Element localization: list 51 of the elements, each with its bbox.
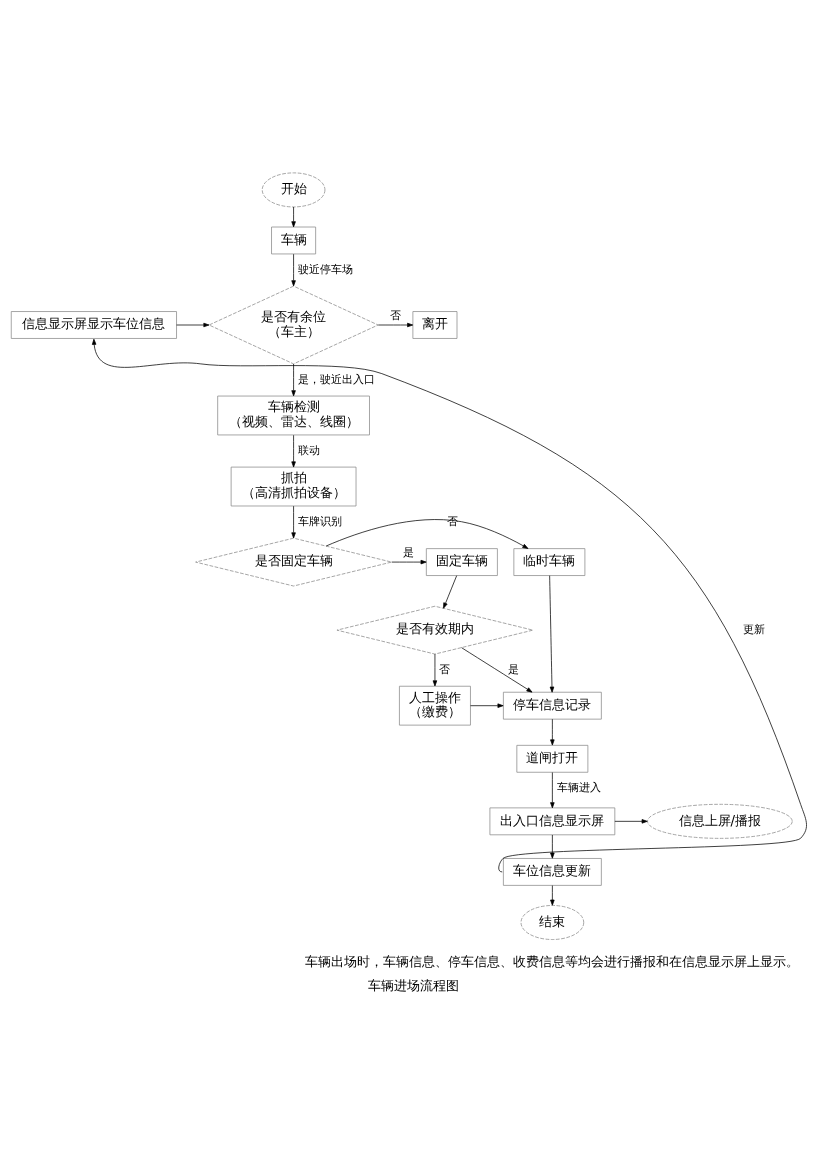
arrow: [291, 363, 296, 396]
arrow: [461, 646, 533, 692]
label: 车辆出场时，车辆信息、停车信息、收费信息等均会进行播报和在信息显示屏上显示。: [305, 953, 800, 969]
arrow: [91, 338, 807, 872]
node-diamond: 是否有效期内: [336, 605, 534, 654]
node-box: 离开: [412, 310, 458, 339]
arrow: [550, 834, 555, 859]
node-box: 信息显示屏显示车位信息: [10, 310, 177, 339]
node-ellipse: 结束: [520, 904, 585, 940]
arrow: [550, 718, 555, 745]
node-box: 车辆: [271, 226, 317, 254]
caption: 车辆进场流程图: [368, 977, 460, 993]
arrow: [291, 206, 296, 227]
arrow: [470, 703, 504, 708]
edge-label: 是: [403, 545, 415, 559]
edge-label: 否: [446, 514, 458, 528]
node-ellipse: 信息上屏/播报: [647, 803, 793, 839]
node-box: 车辆检测 （视频、雷达、线圈）: [217, 395, 370, 435]
arrow: [432, 653, 438, 686]
node-ellipse: 开始: [261, 172, 326, 207]
edge-label: 车辆进入: [556, 780, 601, 794]
arrow: [291, 505, 296, 538]
node-box: 人工操作 （缴费）: [399, 685, 471, 725]
edge-label: 是: [507, 662, 519, 676]
node-box: 固定车辆: [425, 547, 498, 576]
edge-label: 驶近停车场: [297, 262, 353, 276]
node-diamond: 是否有余位 （车主）: [208, 285, 379, 364]
edge-label: 车牌识别: [297, 514, 342, 528]
arrow: [550, 884, 555, 906]
node-diamond: 是否固定车辆: [195, 537, 392, 586]
node-box: 出入口信息显示屏: [489, 807, 616, 835]
node-box: 停车信息记录: [503, 691, 602, 720]
node-box: 道闸打开: [516, 744, 589, 773]
arrow: [377, 322, 414, 327]
edge-label: 否: [389, 308, 401, 322]
node-box: 车位信息更新: [503, 857, 602, 886]
arrow: [443, 574, 458, 609]
node-box: 抓拍 （高清抓拍设备）: [230, 466, 357, 506]
edge-label: 是，驶近出入口: [298, 372, 376, 386]
arrow: [549, 574, 555, 693]
arrow: [176, 322, 210, 327]
node-box: 临时车辆: [513, 547, 586, 576]
edge-label: 否: [438, 662, 450, 676]
edge-label: 更新: [742, 622, 765, 636]
arrow: [291, 253, 296, 286]
edge-label: 联动: [297, 443, 320, 457]
arrow: [325, 518, 529, 549]
arrow: [550, 771, 555, 808]
arrow: [391, 559, 427, 564]
arrow: [291, 434, 296, 467]
arrow: [614, 818, 648, 824]
